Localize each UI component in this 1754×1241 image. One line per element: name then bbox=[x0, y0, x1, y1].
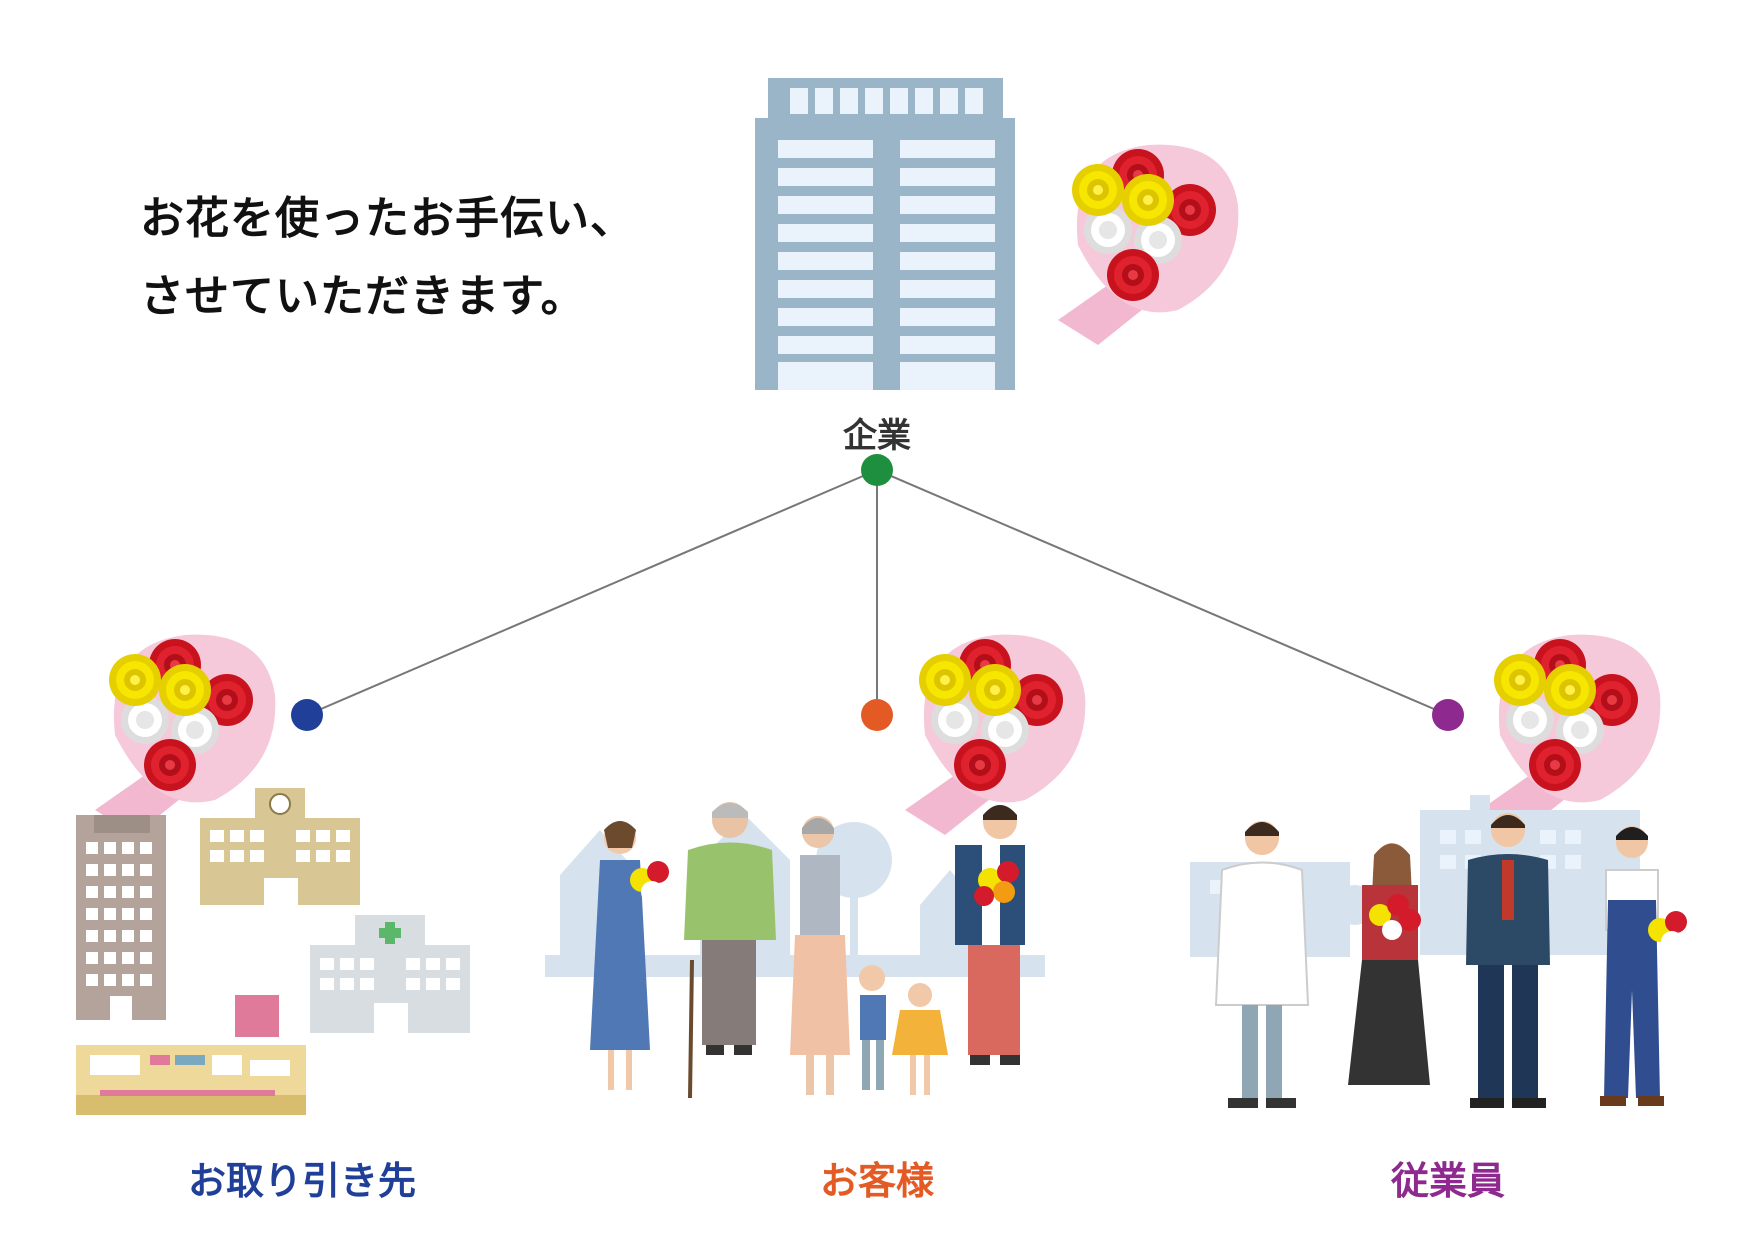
customer-family-icon bbox=[545, 802, 1045, 1099]
bouquet-icon bbox=[95, 635, 275, 835]
employees-node bbox=[1432, 699, 1464, 731]
company-node bbox=[861, 454, 893, 486]
bouquet-icon bbox=[905, 635, 1085, 835]
office-building-icon bbox=[755, 78, 1015, 390]
line-to-partners bbox=[306, 469, 878, 716]
headline-line-2: させていただきます。 bbox=[140, 271, 586, 322]
line-to-employees bbox=[876, 469, 1449, 716]
customers-label: お客様 bbox=[819, 1159, 935, 1203]
partners-node bbox=[291, 699, 323, 731]
bouquet-icon bbox=[1058, 145, 1238, 345]
bouquet-icon bbox=[1480, 635, 1660, 835]
headline: お花を使ったお手伝い、 させていただきます。 bbox=[140, 180, 635, 336]
headline-line-1: お花を使ったお手伝い、 bbox=[140, 193, 635, 244]
company-label: 企業 bbox=[843, 416, 911, 456]
partner-buildings-icon bbox=[76, 788, 470, 1115]
connection-lines bbox=[306, 469, 1449, 716]
customers-node bbox=[861, 699, 893, 731]
employees-label: 従業員 bbox=[1390, 1159, 1506, 1203]
partners-label: お取り引き先 bbox=[187, 1159, 417, 1203]
employees-group-icon bbox=[1190, 795, 1687, 1108]
